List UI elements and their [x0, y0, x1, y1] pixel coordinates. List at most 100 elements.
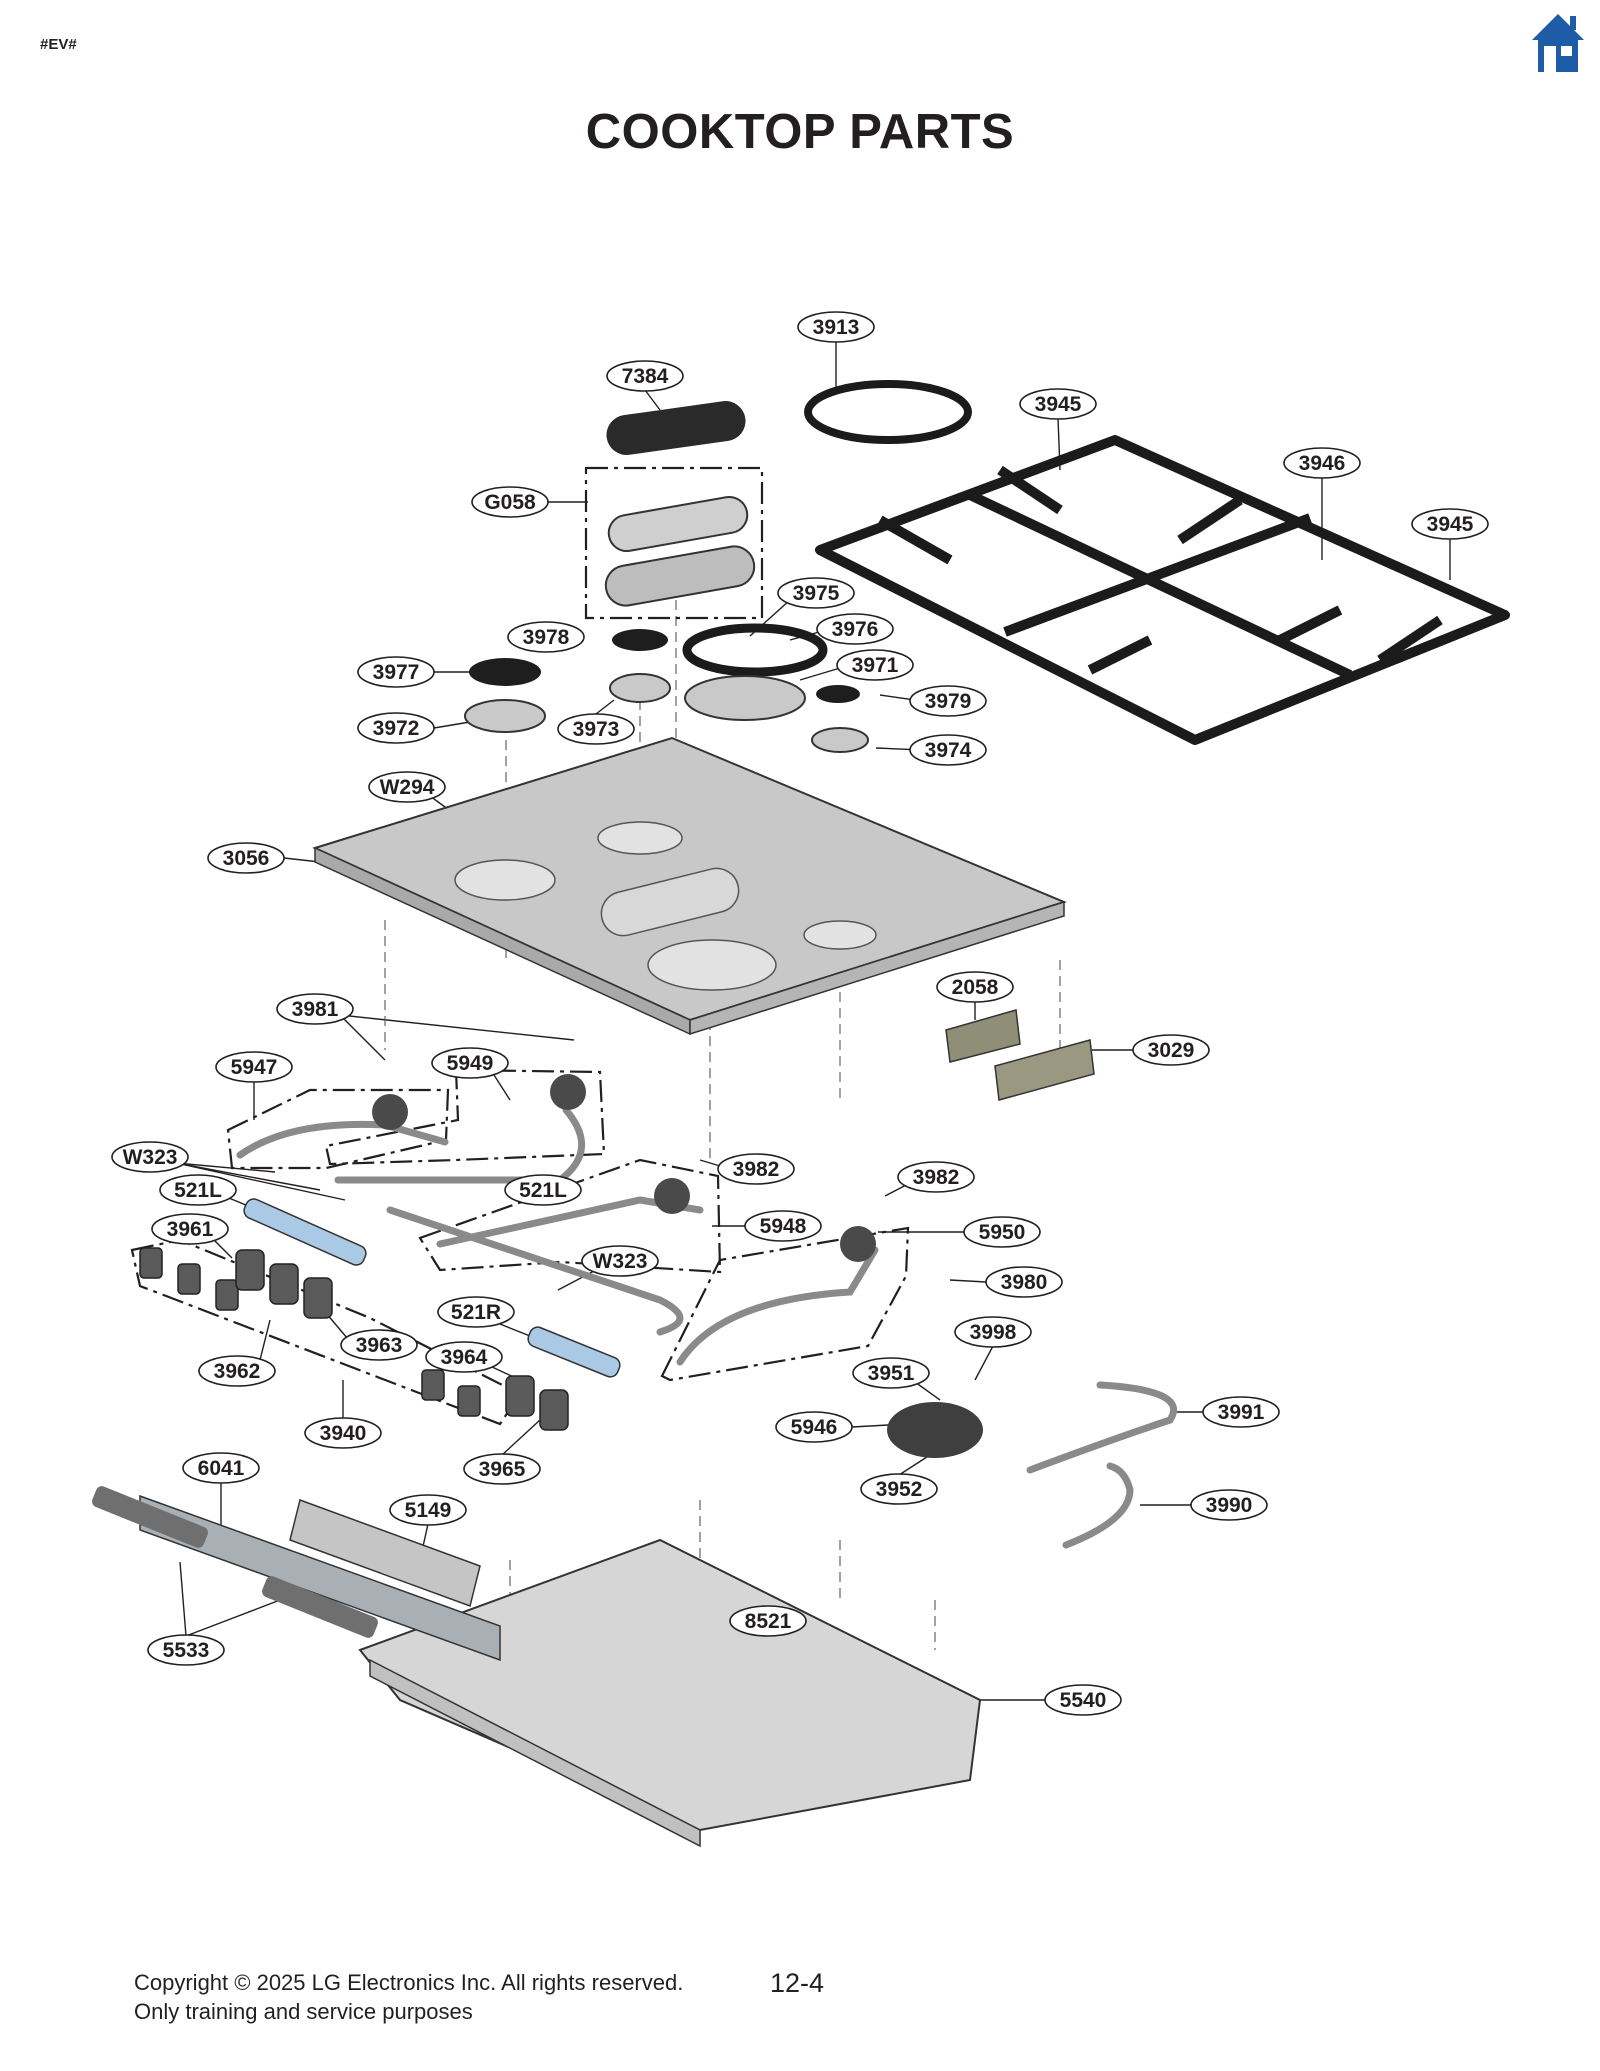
callout-label: 3978: [523, 626, 570, 649]
part-callout-3951[interactable]: 3951: [852, 1357, 930, 1389]
part-callout-5946[interactable]: 5946: [775, 1411, 853, 1443]
part-callout-w323[interactable]: W323: [111, 1141, 189, 1173]
part-callout-5949[interactable]: 5949: [431, 1047, 509, 1079]
callout-oval: [1411, 508, 1489, 540]
part-callout-3978[interactable]: 3978: [507, 621, 585, 653]
callout-oval: [207, 842, 285, 874]
callout-oval: [717, 1153, 795, 1185]
part-callout-3979[interactable]: 3979: [909, 685, 987, 717]
manifold-521l: [243, 1198, 367, 1266]
part-callout-3974[interactable]: 3974: [909, 734, 987, 766]
bracket-3029: [994, 1039, 1095, 1101]
part-callout-5950[interactable]: 5950: [963, 1216, 1041, 1248]
home-icon[interactable]: [1530, 12, 1586, 74]
part-callout-2058[interactable]: 2058: [936, 971, 1014, 1003]
part-callout-3990[interactable]: 3990: [1190, 1489, 1268, 1521]
callout-label: 6041: [198, 1457, 245, 1480]
part-callout-3964[interactable]: 3964: [425, 1341, 503, 1373]
part-callout-5533[interactable]: 5533: [147, 1634, 225, 1666]
callout-label: 3971: [852, 654, 899, 677]
callout-oval: [797, 311, 875, 343]
page-title: COOKTOP PARTS: [585, 105, 1015, 159]
part-callout-3962[interactable]: 3962: [198, 1355, 276, 1387]
part-callout-521l[interactable]: 521L: [159, 1174, 237, 1206]
part-callout-5149[interactable]: 5149: [389, 1494, 467, 1526]
callout-label: 521L: [519, 1179, 567, 1202]
callout-oval: [507, 621, 585, 653]
callout-label: 3973: [573, 718, 620, 741]
part-callout-3946[interactable]: 3946: [1283, 447, 1361, 479]
callout-label: 3965: [479, 1458, 526, 1481]
part-callout-w294[interactable]: W294: [368, 771, 446, 803]
part-callout-3971[interactable]: 3971: [836, 649, 914, 681]
callout-oval: [471, 486, 549, 518]
part-callout-3963[interactable]: 3963: [340, 1329, 418, 1361]
callout-oval: [836, 649, 914, 681]
part-callout-3940[interactable]: 3940: [304, 1417, 382, 1449]
part-callout-3991[interactable]: 3991: [1202, 1396, 1280, 1428]
gas-tubes: [236, 1106, 1178, 1549]
part-callout-3913[interactable]: 3913: [797, 311, 875, 343]
burner-cap-3979: [816, 685, 860, 703]
part-callout-3972[interactable]: 3972: [357, 712, 435, 744]
callout-oval: [425, 1341, 503, 1373]
part-callout-5948[interactable]: 5948: [744, 1210, 822, 1242]
part-callout-521l[interactable]: 521L: [504, 1174, 582, 1206]
part-callout-3982[interactable]: 3982: [897, 1161, 975, 1193]
callout-label: 3961: [167, 1218, 214, 1241]
part-callout-3980[interactable]: 3980: [985, 1266, 1063, 1298]
part-callout-3056[interactable]: 3056: [207, 842, 285, 874]
callout-oval: [909, 734, 987, 766]
part-callout-3977[interactable]: 3977: [357, 656, 435, 688]
part-callout-3952[interactable]: 3952: [860, 1473, 938, 1505]
part-callout-3029[interactable]: 3029: [1132, 1034, 1210, 1066]
part-callout-3965[interactable]: 3965: [463, 1453, 541, 1485]
part-callout-3976[interactable]: 3976: [816, 613, 894, 645]
part-callout-6041[interactable]: 6041: [182, 1452, 260, 1484]
callout-label: 3945: [1035, 393, 1082, 416]
callout-oval: [954, 1316, 1032, 1348]
strip-5533a: [92, 1486, 208, 1548]
callout-label: 3972: [373, 717, 420, 740]
part-callout-3945[interactable]: 3945: [1019, 388, 1097, 420]
part-callout-3975[interactable]: 3975: [777, 577, 855, 609]
part-callout-3945[interactable]: 3945: [1411, 508, 1489, 540]
callout-oval: [198, 1355, 276, 1387]
callout-oval: [276, 993, 354, 1025]
part-callout-521r[interactable]: 521R: [437, 1296, 515, 1328]
callout-oval: [1132, 1034, 1210, 1066]
callout-label: 5947: [231, 1056, 278, 1079]
part-callout-8521[interactable]: 8521: [729, 1605, 807, 1637]
callout-label: 3982: [913, 1166, 960, 1189]
callout-oval: [1283, 447, 1361, 479]
leader-lines: [175, 341, 1451, 1701]
callout-label: 3946: [1299, 452, 1346, 475]
callout-label: 3913: [813, 316, 860, 339]
part-callout-w323[interactable]: W323: [581, 1245, 659, 1277]
part-callout-3982[interactable]: 3982: [717, 1153, 795, 1185]
callout-label: 5540: [1060, 1689, 1107, 1712]
callout-layer: 39137384394539463945G0583975397639783971…: [111, 311, 1489, 1716]
callout-label: 3940: [320, 1422, 367, 1445]
part-callout-3981[interactable]: 3981: [276, 993, 354, 1025]
vent-5149: [289, 1499, 481, 1607]
callout-oval: [985, 1266, 1063, 1298]
part-callout-7384[interactable]: 7384: [606, 360, 684, 392]
callout-label: 3963: [356, 1334, 403, 1357]
part-callout-g058[interactable]: G058: [471, 486, 549, 518]
bracket-2058: [945, 1009, 1021, 1063]
part-callout-3973[interactable]: 3973: [557, 713, 635, 745]
grate-assembly: [815, 435, 1510, 745]
callout-oval: [936, 971, 1014, 1003]
callout-label: 3998: [970, 1321, 1017, 1344]
callout-label: 8521: [745, 1610, 792, 1633]
part-callout-5947[interactable]: 5947: [215, 1051, 293, 1083]
part-callout-3998[interactable]: 3998: [954, 1316, 1032, 1348]
callout-oval: [557, 713, 635, 745]
page-number: 12-4: [770, 1968, 825, 1998]
callout-label: 2058: [952, 976, 999, 999]
callout-label: 521R: [451, 1301, 501, 1324]
copyright-text: Copyright © 2025 LG Electronics Inc. All…: [134, 1970, 684, 1995]
part-callout-3961[interactable]: 3961: [151, 1213, 229, 1245]
part-callout-5540[interactable]: 5540: [1044, 1684, 1122, 1716]
